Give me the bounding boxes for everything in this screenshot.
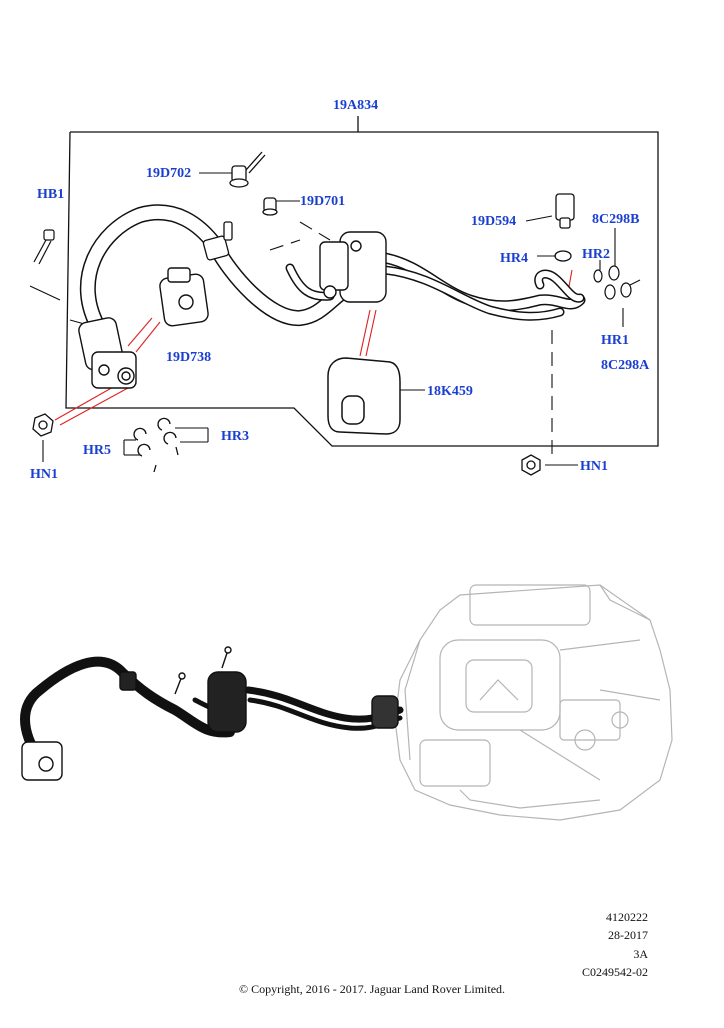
fittings-right bbox=[593, 265, 641, 300]
part-19d702 bbox=[229, 151, 266, 188]
reference-code-2: 28-2017 bbox=[608, 928, 648, 942]
part-19d738 bbox=[159, 267, 209, 327]
red-leaders bbox=[54, 269, 573, 426]
callout-hn1-right[interactable]: HN1 bbox=[580, 459, 608, 474]
expansion-valve bbox=[78, 317, 137, 389]
o-rings-hr3-hr5 bbox=[133, 417, 179, 473]
installed-parts bbox=[21, 646, 399, 781]
callout-hb1[interactable]: HB1 bbox=[37, 187, 65, 202]
callout-19d594[interactable]: 19D594 bbox=[471, 214, 517, 229]
callout-19d701[interactable]: 19D701 bbox=[300, 194, 346, 209]
reference-code-1: 4120222 bbox=[606, 910, 648, 924]
leader-lines bbox=[29, 172, 624, 466]
callout-19d702[interactable]: 19D702 bbox=[146, 166, 192, 181]
hose-clip bbox=[202, 221, 233, 261]
callout-8c298a[interactable]: 8C298A bbox=[601, 358, 650, 373]
callout-hr5[interactable]: HR5 bbox=[83, 443, 111, 458]
part-19d594 bbox=[555, 193, 575, 229]
callout-hr4[interactable]: HR4 bbox=[500, 251, 528, 266]
copyright-notice: © Copyright, 2016 - 2017. Jaguar Land Ro… bbox=[238, 982, 506, 996]
callout-hr3[interactable]: HR3 bbox=[221, 429, 249, 444]
callout-8c298b[interactable]: 8C298B bbox=[592, 212, 640, 227]
callout-hr2[interactable]: HR2 bbox=[582, 247, 610, 262]
reference-code-4: C0249542-02 bbox=[582, 965, 648, 979]
callout-hr1[interactable]: HR1 bbox=[601, 333, 629, 348]
o-ring-hr4 bbox=[554, 250, 572, 262]
bolt-hb1 bbox=[33, 229, 55, 265]
nut-hn1-left bbox=[32, 413, 54, 437]
callout-19a834[interactable]: 19A834 bbox=[333, 98, 379, 113]
assembly-outline bbox=[65, 116, 659, 447]
callout-18k459[interactable]: 18K459 bbox=[427, 384, 473, 399]
callout-hn1-left[interactable]: HN1 bbox=[30, 467, 58, 482]
valve-block bbox=[319, 231, 387, 303]
part-19d701 bbox=[262, 197, 278, 216]
hvac-housing-ghost bbox=[394, 584, 673, 821]
part-18k459 bbox=[327, 357, 401, 435]
dashed-guides bbox=[269, 221, 553, 455]
nut-hn1-right bbox=[521, 454, 541, 476]
callout-19d738[interactable]: 19D738 bbox=[166, 350, 212, 365]
reference-code-3: 3A bbox=[633, 947, 648, 961]
